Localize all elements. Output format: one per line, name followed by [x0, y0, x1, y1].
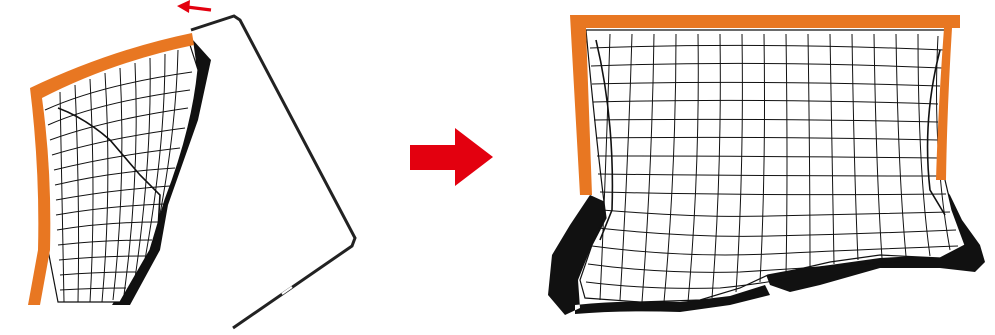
folded-goal-side-pole-highlight — [264, 79, 308, 295]
folded-goal-frame — [28, 33, 194, 305]
fold-direction-arrow-icon — [177, 0, 212, 13]
unfolded-goal-net-grid — [585, 33, 959, 303]
folded-goal — [28, 0, 357, 330]
unfolded-goal-net-crease-left — [595, 39, 614, 241]
folded-goal-crease — [57, 107, 161, 231]
folded-goal-side-pole — [190, 14, 357, 330]
unfolded-goal — [548, 15, 985, 315]
unfolded-goal-net-crease-right — [926, 49, 946, 216]
folded-goal-net-grid — [44, 49, 193, 303]
transition-arrow-icon — [410, 128, 493, 186]
